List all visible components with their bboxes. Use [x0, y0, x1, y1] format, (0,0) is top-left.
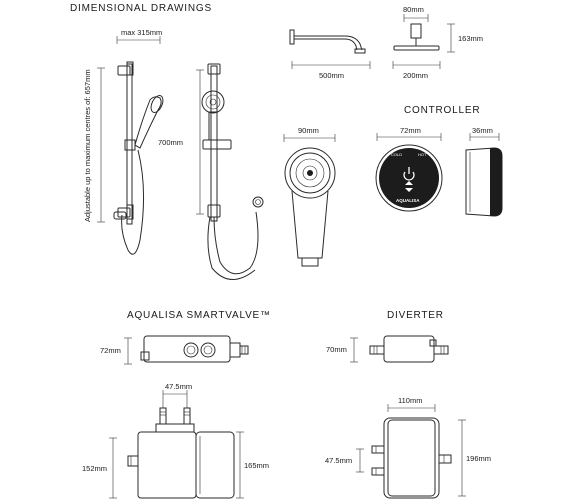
label-max-width: max 315mm — [121, 28, 163, 37]
label-handset-width: 90mm — [298, 126, 319, 135]
label-rail-height: 700mm — [158, 138, 184, 147]
controller-brand-label: AQUALISA — [396, 198, 420, 203]
heading-diverter: DIVERTER — [387, 310, 444, 321]
controller-front-drawing — [375, 133, 443, 212]
handset-drawing — [283, 134, 336, 267]
label-head-diameter: 200mm — [403, 71, 429, 80]
smartvalve-front-drawing — [109, 390, 244, 499]
label-head-arm-length: 500mm — [319, 71, 345, 80]
label-valve-body-height: 152mm — [82, 464, 108, 473]
controller-cold-label: COLD — [391, 152, 403, 157]
label-adjustable-centres: Adjustable up to maximum centres of: 657… — [83, 69, 92, 222]
diverter-front-drawing — [356, 404, 466, 499]
heading-smartvalve: AQUALISA SMARTVALVE™ — [127, 310, 271, 321]
label-diverter-inlet-centres: 47.5mm — [325, 456, 353, 465]
flow-arrows-icon — [405, 181, 413, 192]
label-valve-total-height: 165mm — [244, 461, 270, 470]
diverter-top-drawing — [350, 335, 449, 363]
rail-kit-front-drawing — [97, 36, 164, 255]
heading-dimensional-drawings: DIMENSIONAL DRAWINGS — [70, 3, 212, 14]
label-diverter-width: 110mm — [398, 396, 423, 405]
label-head-depth: 80mm — [403, 5, 424, 14]
controller-hot-label: HOT — [418, 152, 427, 157]
power-icon — [403, 167, 415, 181]
label-valve-inlet-centres: 47.5mm — [165, 382, 193, 391]
label-diverter-total-height: 196mm — [466, 454, 492, 463]
smartvalve-top-drawing — [124, 335, 249, 365]
heading-controller: CONTROLLER — [404, 105, 481, 116]
controller-side-drawing — [465, 133, 503, 217]
label-diverter-height: 70mm — [326, 345, 347, 354]
rail-kit-side-drawing — [196, 63, 264, 280]
fixed-head-front-drawing — [392, 14, 455, 69]
label-valve-height: 72mm — [100, 346, 121, 355]
fixed-head-side-drawing — [289, 29, 371, 69]
label-controller-width: 72mm — [400, 126, 421, 135]
label-head-drop: 163mm — [458, 34, 484, 43]
label-controller-depth: 36mm — [472, 126, 493, 135]
